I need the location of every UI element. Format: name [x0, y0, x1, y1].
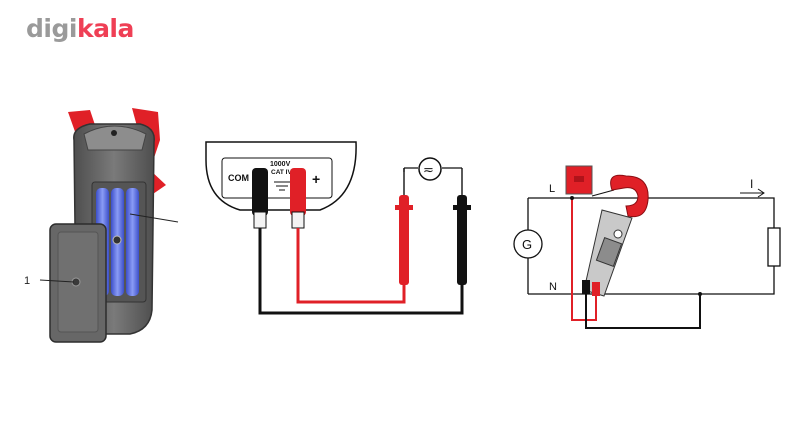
- compartment-screw: [112, 235, 122, 245]
- clamp-black-plug: [582, 280, 590, 294]
- black-probe-guard: [453, 205, 471, 210]
- clamp-jaw: [610, 174, 649, 218]
- meter-bottom-face: [205, 141, 357, 211]
- jack-com-label: COM: [228, 173, 249, 183]
- jack-panel: [221, 157, 333, 199]
- callout-line-battery: [129, 213, 179, 223]
- ac-source-symbol: [418, 157, 442, 181]
- current-label: I: [750, 177, 753, 191]
- logo-part-kala: kala: [76, 14, 134, 43]
- ac-source-glyph: ≂: [423, 162, 434, 177]
- current-arrow: [740, 188, 765, 198]
- red-lead-wire: [296, 228, 406, 304]
- red-indicator-inner: [574, 176, 584, 182]
- figure-clamp-circuit: G L N I: [513, 165, 781, 329]
- generator-symbol: [513, 229, 543, 259]
- line-label: L: [549, 183, 555, 195]
- black-probe-body: [457, 195, 467, 285]
- top-screw: [111, 130, 117, 136]
- clamp-display: [595, 237, 623, 267]
- junction-neutral: [698, 292, 702, 296]
- line-conductor: [528, 197, 775, 228]
- digikala-logo: digikala: [26, 14, 134, 43]
- load-resistor: [767, 227, 781, 267]
- generator-label: G: [522, 237, 532, 252]
- ground-symbol: [274, 181, 290, 191]
- callout-line-door: [39, 279, 75, 283]
- black-lead-wire: [258, 228, 464, 315]
- battery-3: [126, 188, 139, 296]
- red-plug: [290, 168, 306, 216]
- clamp-dial: [613, 229, 623, 239]
- source-wire: [403, 167, 462, 172]
- clamp-black-lead: [585, 286, 701, 329]
- red-probe-body: [399, 195, 409, 285]
- meter-top-cap: [83, 125, 147, 151]
- fuse-to-clamp: [591, 189, 615, 197]
- clamp-meter: [583, 174, 649, 297]
- figure-battery-compartment: 1: [24, 108, 179, 343]
- clamp-red-plug: [592, 282, 600, 296]
- plus-label: +: [312, 171, 320, 187]
- red-probe-guard: [395, 205, 413, 210]
- black-plug: [252, 168, 268, 216]
- junction-line: [570, 196, 574, 200]
- callout-number-1: 1: [24, 275, 30, 287]
- black-plug-collar: [253, 211, 267, 229]
- neutral-label: N: [549, 281, 557, 293]
- figure-test-leads: COM 1000V CAT IV + ≂: [205, 141, 471, 315]
- rating-category-label: CAT IV: [271, 169, 292, 176]
- red-plug-collar: [291, 211, 305, 229]
- logo-part-digi: digi: [26, 14, 77, 43]
- rating-voltage-label: 1000V: [270, 161, 291, 168]
- neutral-conductor: [528, 266, 775, 295]
